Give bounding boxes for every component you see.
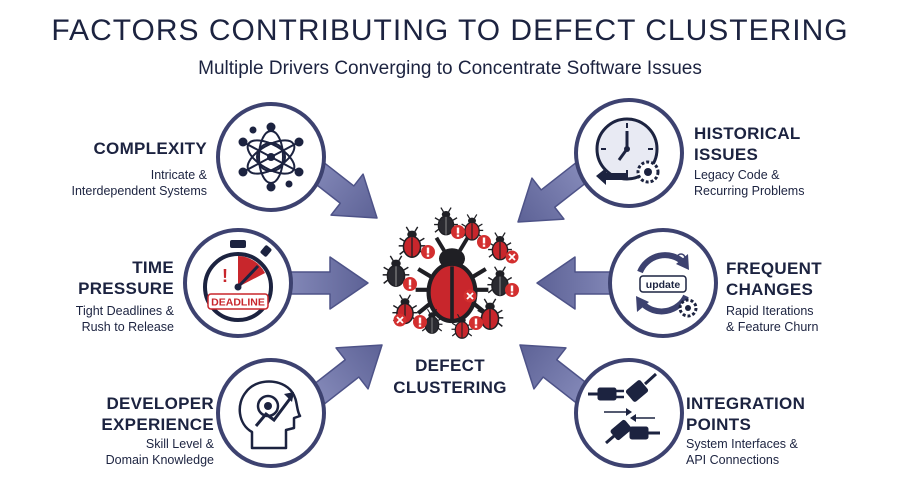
center-label-line1: DEFECT: [415, 356, 485, 375]
center-label: DEFECT CLUSTERING: [360, 355, 540, 399]
factor-desc-line2: Recurring Problems: [694, 184, 805, 198]
center-label-line2: CLUSTERING: [393, 378, 507, 397]
factor-title-line1: DEVELOPER: [106, 394, 214, 413]
factor-title-line2: CHANGES: [726, 280, 814, 299]
factor-title-line1: HISTORICAL: [694, 124, 801, 143]
factor-desc-line1: Rapid Iterations: [726, 304, 814, 318]
stopwatch-icon: ! DEADLINE: [183, 228, 293, 338]
factor-desc-line1: Tight Deadlines &: [75, 304, 174, 318]
factor-desc-line2: Domain Knowledge: [105, 453, 214, 467]
factor-title-line2: EXPERIENCE: [101, 415, 214, 434]
head-growth-icon: [216, 358, 326, 468]
factor-desc-line1: Intricate &: [150, 168, 207, 182]
factor-title-line1: FREQUENT: [726, 259, 822, 278]
factor-title-line2: ISSUES: [694, 145, 759, 164]
factor-desc-line2: Rush to Release: [81, 320, 174, 334]
deadline-badge: DEADLINE: [211, 297, 265, 309]
bug-cluster-icon: [381, 206, 520, 339]
factor-title-line2: PRESSURE: [78, 279, 174, 298]
factor-desc-line2: & Feature Churn: [726, 320, 819, 334]
factor-title: COMPLEXITY: [93, 139, 207, 158]
factor-desc-line1: Legacy Code &: [694, 168, 780, 182]
network-icon: [216, 102, 326, 212]
factor-desc-line1: Skill Level &: [145, 437, 214, 451]
update-cycle-icon: update: [608, 228, 718, 338]
page-subtitle: Multiple Drivers Converging to Concentra…: [198, 58, 702, 79]
factor-desc-line1: System Interfaces &: [686, 437, 798, 451]
factor-title-line1: TIME: [132, 258, 174, 277]
update-badge: update: [646, 279, 681, 291]
factor-title-line2: POINTS: [686, 415, 752, 434]
plug-connector-icon: [574, 358, 684, 468]
page-title: FACTORS CONTRIBUTING TO DEFECT CLUSTERIN…: [51, 14, 849, 47]
factor-desc-line2: Interdependent Systems: [71, 184, 208, 198]
svg-text:!: !: [222, 266, 228, 286]
clock-history-icon: [574, 98, 684, 208]
factor-title-line1: INTEGRATION: [686, 394, 806, 413]
factor-desc-line2: API Connections: [686, 453, 780, 467]
